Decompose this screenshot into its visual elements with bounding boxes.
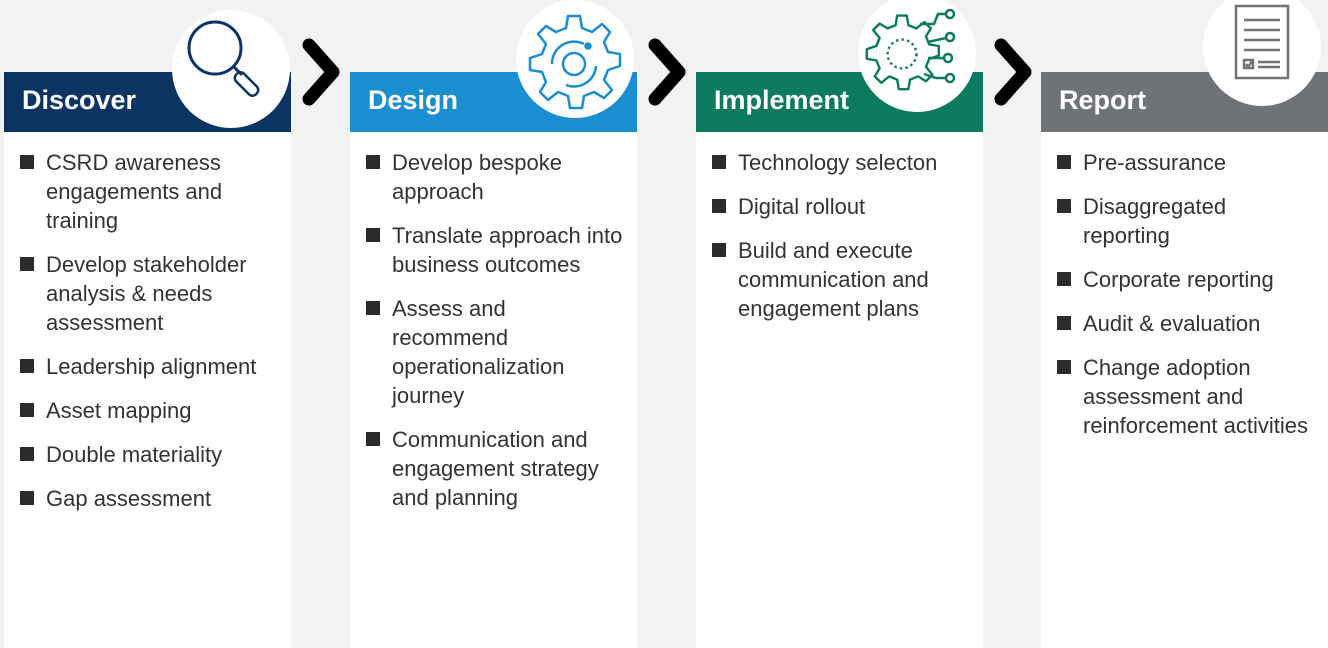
stage-discover: Discover CSRD awareness engagements and …: [4, 0, 291, 648]
square-bullet-icon: [712, 199, 726, 213]
stage-title: Implement: [714, 85, 850, 115]
list-item: Audit & evaluation: [1057, 309, 1318, 338]
document-checklist-icon: [1203, 0, 1321, 106]
stage-title: Discover: [22, 85, 137, 115]
stage-panel: [696, 132, 983, 648]
square-bullet-icon: [20, 359, 34, 373]
list-item: Corporate reporting: [1057, 265, 1318, 294]
chevron-right-icon: [300, 38, 342, 111]
list-item: Communication and engagement strategy an…: [366, 425, 627, 512]
square-bullet-icon: [20, 257, 34, 271]
stage-design: Design Develop bespoke approach Translat…: [350, 0, 637, 648]
square-bullet-icon: [1057, 199, 1071, 213]
stage-title: Design: [368, 85, 459, 115]
square-bullet-icon: [1057, 360, 1071, 374]
list-item: CSRD awareness engagements and training: [20, 148, 281, 235]
square-bullet-icon: [712, 155, 726, 169]
square-bullet-icon: [1057, 272, 1071, 286]
list-item: Technology selecton: [712, 148, 973, 177]
list-item: Develop stakeholder analysis & needs ass…: [20, 250, 281, 337]
list-item: Pre-assurance: [1057, 148, 1318, 177]
gear-circuit-icon: [858, 0, 976, 112]
stage-panel: [1041, 132, 1328, 648]
gear-icon: [516, 0, 634, 118]
stage-item-list: Technology selecton Digital rollout Buil…: [712, 148, 973, 338]
list-item: Double materiality: [20, 440, 281, 469]
chevron-right-icon: [646, 38, 688, 111]
stage-item-list: Pre-assurance Disaggregated reporting Co…: [1057, 148, 1318, 455]
list-item: Leadership alignment: [20, 352, 281, 381]
stage-panel: [4, 132, 291, 648]
stage-item-list: CSRD awareness engagements and training …: [20, 148, 281, 528]
stage-panel: [350, 132, 637, 648]
stage-title: Report: [1059, 85, 1146, 115]
list-item: Disaggregated reporting: [1057, 192, 1318, 250]
list-item: Build and execute communication and enga…: [712, 236, 973, 323]
square-bullet-icon: [366, 301, 380, 315]
square-bullet-icon: [20, 447, 34, 461]
list-item: Digital rollout: [712, 192, 973, 221]
list-item: Gap assessment: [20, 484, 281, 513]
square-bullet-icon: [20, 403, 34, 417]
square-bullet-icon: [1057, 316, 1071, 330]
square-bullet-icon: [366, 155, 380, 169]
square-bullet-icon: [712, 243, 726, 257]
square-bullet-icon: [366, 228, 380, 242]
square-bullet-icon: [20, 155, 34, 169]
chevron-right-icon: [992, 38, 1034, 111]
list-item: Asset mapping: [20, 396, 281, 425]
list-item: Assess and recommend operationalization …: [366, 294, 627, 410]
stage-item-list: Develop bespoke approach Translate appro…: [366, 148, 627, 527]
square-bullet-icon: [20, 491, 34, 505]
list-item: Develop bespoke approach: [366, 148, 627, 206]
square-bullet-icon: [1057, 155, 1071, 169]
stage-report: Report Pre-assurance Disaggregated repor…: [1041, 0, 1328, 648]
magnifier-icon: [172, 10, 290, 128]
square-bullet-icon: [366, 432, 380, 446]
list-item: Translate approach into business outcome…: [366, 221, 627, 279]
stage-implement: Implement Technology selecton Digital ro…: [696, 0, 983, 648]
list-item: Change adoption assessment and reinforce…: [1057, 353, 1318, 440]
